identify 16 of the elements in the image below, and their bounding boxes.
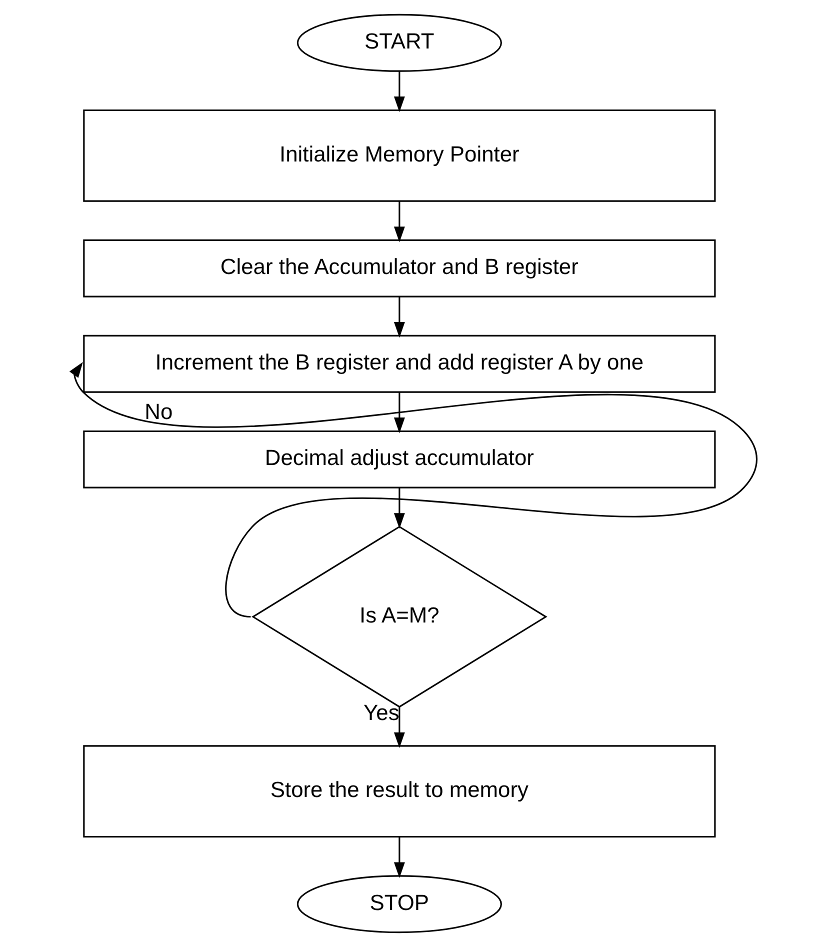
node-box: Increment the B register and add register A by one [82,334,716,393]
node-box: Clear the Accumulator and B register [82,239,716,298]
arrow [393,488,404,529]
arrow [393,392,404,434]
node-box: Decimal adjust accumulator [82,430,716,488]
arrow [393,72,404,112]
arrow [393,707,404,748]
edge-label: No [144,399,172,424]
arrow [393,296,404,338]
arrow [393,201,404,242]
node-box: Store the result to memory [82,745,716,838]
arrow [68,362,757,618]
node-ellipse: STOP [296,875,502,934]
node-box: Initialize Memory Pointer [82,109,716,202]
node-ellipse: START [296,14,502,72]
arrow [393,836,404,878]
